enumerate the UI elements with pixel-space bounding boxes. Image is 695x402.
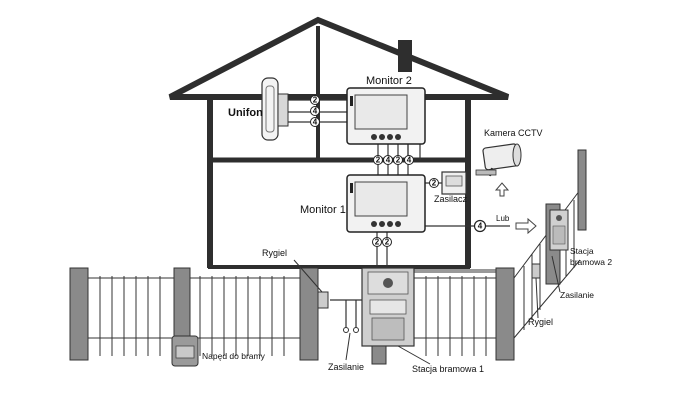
wire-count-bus-a: 2 (373, 155, 383, 165)
house-roof (168, 16, 510, 100)
monitor-2-label: Monitor 2 (366, 75, 412, 87)
monitor-1-label: Monitor 1 (300, 204, 346, 216)
wire-count-gate-a: 2 (372, 237, 382, 247)
power-supply-label: Zasilacz (434, 194, 468, 204)
svg-text:2: 2 (396, 156, 401, 165)
monitor-1-device (346, 174, 426, 233)
svg-text:2: 2 (313, 96, 318, 105)
svg-text:2: 2 (385, 238, 390, 247)
svg-text:4: 4 (313, 107, 318, 116)
wire-count-unifon-top: 2 (310, 95, 320, 105)
wire-count-unifon-bot: 4 (310, 117, 320, 127)
power-right-pointer (551, 255, 561, 293)
gate-station-2-device (549, 209, 569, 251)
svg-text:4: 4 (386, 156, 391, 165)
or-label: Lub (496, 214, 510, 223)
bolt-left-device (317, 291, 329, 309)
svg-text:2: 2 (432, 179, 437, 188)
gate-drive-motor (171, 335, 199, 367)
wire-count-bus-b: 4 (383, 155, 393, 165)
svg-text:2: 2 (376, 156, 381, 165)
station-1-pointer (397, 345, 431, 365)
bolt-right-pointer (535, 277, 539, 319)
house (168, 16, 510, 269)
up-arrow (494, 182, 510, 197)
svg-text:4: 4 (478, 222, 483, 231)
wire-count-psu: 2 (429, 178, 439, 188)
unifon-handset (261, 77, 289, 141)
power-right-label: Zasilanie (560, 290, 594, 300)
bolt-left-label: Rygiel (262, 248, 287, 258)
wire-count-unifon-mid: 4 (310, 106, 320, 116)
house-chimney (398, 40, 412, 72)
station-2-label-line2: bramowa 2 (570, 257, 612, 267)
gate-drive-label: Napęd do bramy (202, 351, 266, 361)
wire-count-bus-d: 4 (404, 155, 414, 165)
wire-badges: 2 4 4 2 4 2 4 2 (310, 95, 487, 247)
terminal-right (353, 327, 359, 333)
monitor-2-device (346, 87, 426, 145)
fence-middle (371, 267, 515, 365)
station-2-label-line1: Stacja (570, 246, 594, 256)
bolt-right-device (531, 263, 541, 279)
terminal-left (343, 327, 349, 333)
unifon-label: Unifon (228, 107, 263, 119)
svg-text:2: 2 (375, 238, 380, 247)
power-bottom-pointer (345, 332, 351, 361)
power-supply-device (441, 171, 467, 195)
camera-label: Kamera CCTV (484, 128, 543, 138)
station-1-label: Stacja bramowa 1 (412, 364, 484, 374)
svg-text:4: 4 (407, 156, 412, 165)
bolt-right-label: Rygiel (528, 317, 553, 327)
power-bottom-label: Zasilanie (328, 362, 364, 372)
gate-station-1-device (361, 267, 415, 347)
wire-count-station2-link: 4 (473, 219, 487, 233)
bolt-left-pointer (293, 259, 323, 293)
wire-count-bus-c: 2 (393, 155, 403, 165)
gate (190, 267, 319, 361)
cctv-camera (475, 143, 522, 177)
wire-count-gate-b: 2 (382, 237, 392, 247)
right-arrow (515, 217, 537, 235)
svg-text:4: 4 (313, 118, 318, 127)
